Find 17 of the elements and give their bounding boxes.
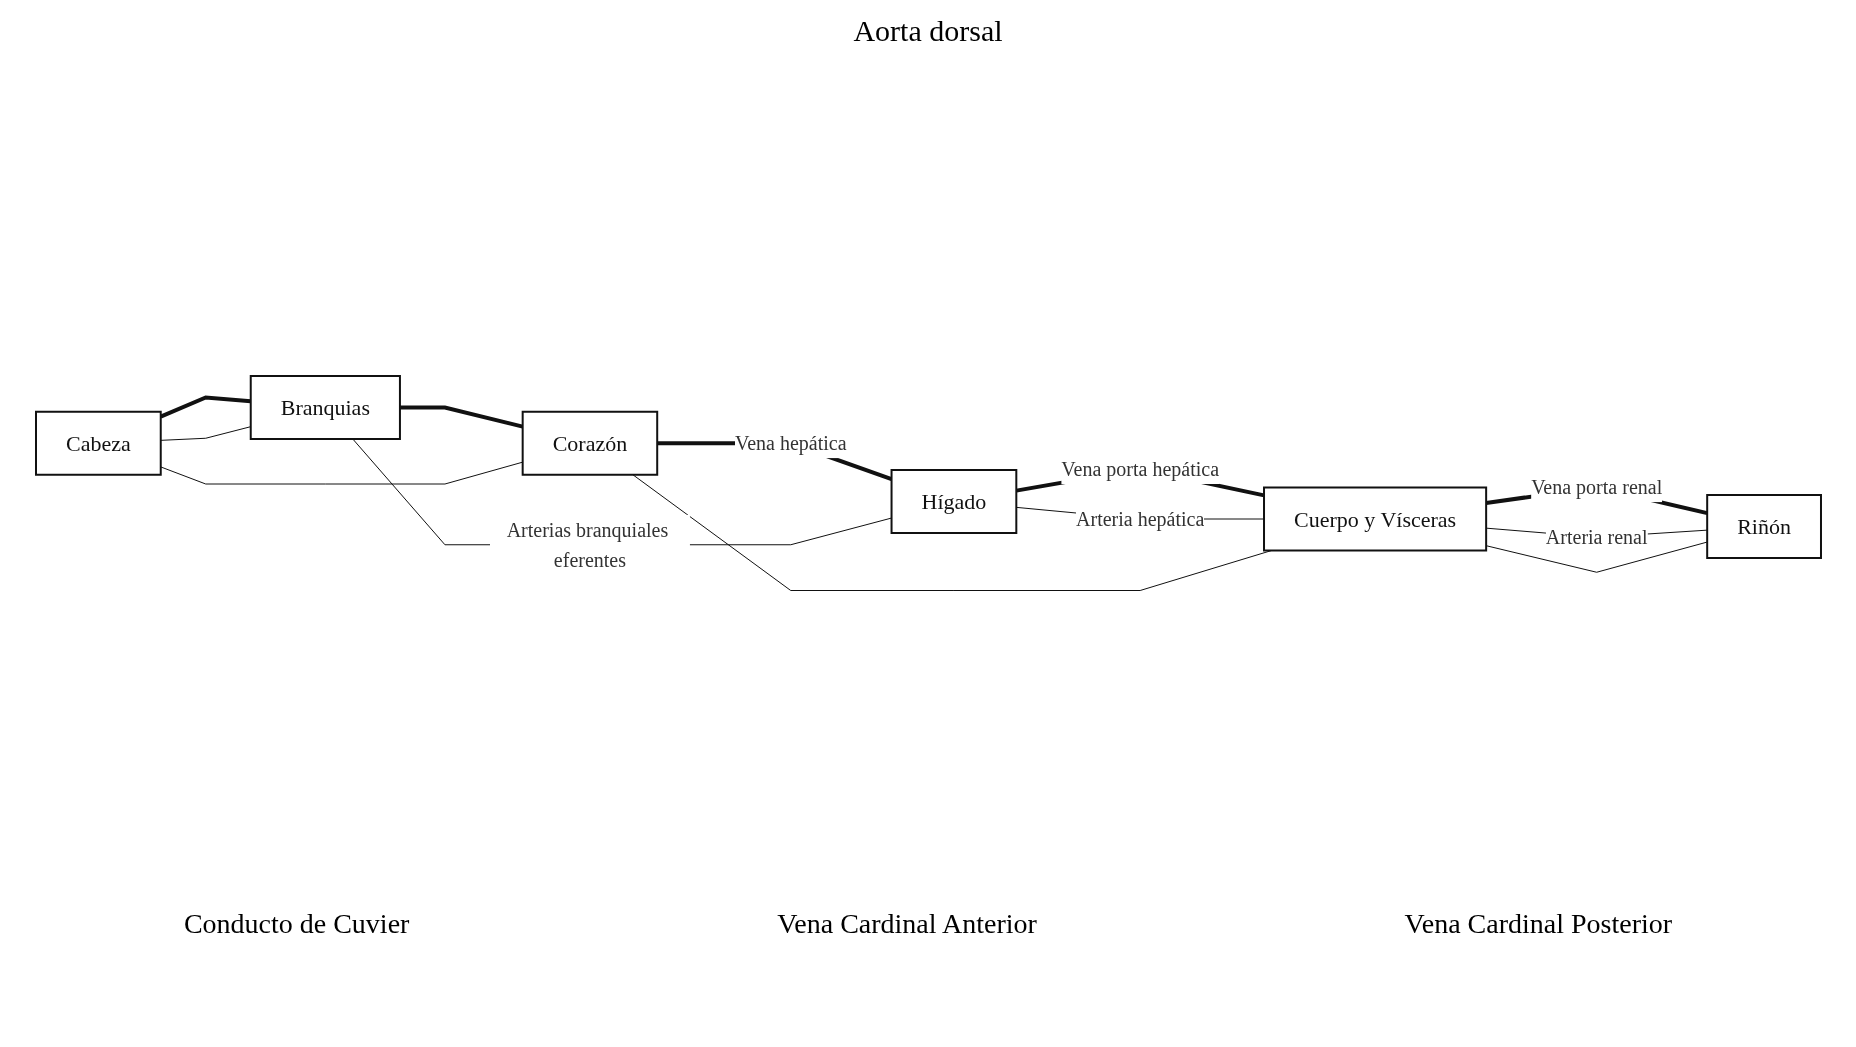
vessel-label: Vena Cardinal Anterior <box>777 908 1037 940</box>
node-box: Hígado <box>890 468 1017 534</box>
vessel-label: Vena Cardinal Posterior <box>1404 908 1673 940</box>
edge-label: Vena porta hepática <box>1060 457 1219 480</box>
node-box: Branquias <box>249 374 401 440</box>
node-box: Cuerpo y Vísceras <box>1262 486 1487 552</box>
node-box: Corazón <box>521 410 658 476</box>
node-box: Cabeza <box>34 410 162 476</box>
vessel-label: Conducto de Cuvier <box>183 908 410 940</box>
edge-label: Vena porta renal <box>1530 476 1662 498</box>
connector <box>399 405 523 429</box>
vessel-label: Aorta dorsal <box>853 14 1003 47</box>
node-box: Riñón <box>1705 493 1822 559</box>
edge-label: Arterias branquiales eferentes <box>506 518 668 571</box>
edge-label: Vena hepática <box>734 432 847 454</box>
edge-label: Arteria hepática <box>1075 507 1204 530</box>
edge-label: Arteria renal <box>1545 526 1647 548</box>
